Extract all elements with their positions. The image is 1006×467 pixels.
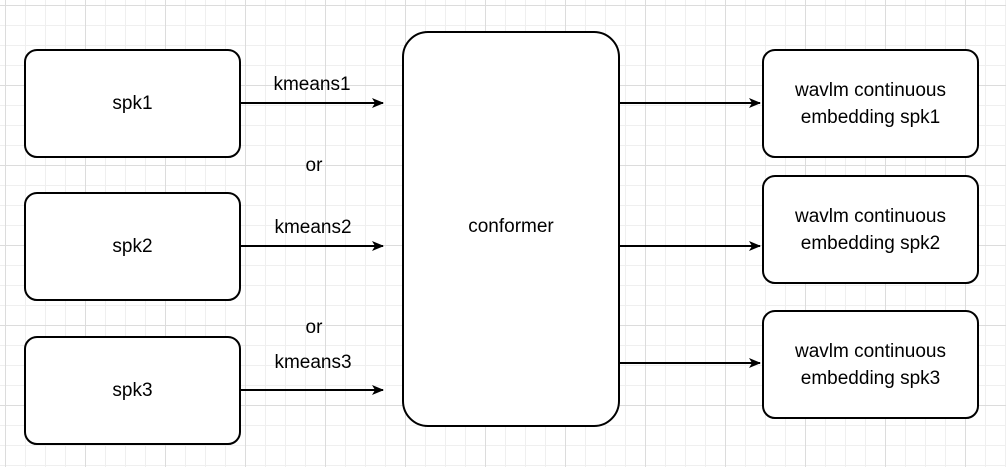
output-line-2: embedding spk2 [800,232,941,254]
conformer-node[interactable]: conformer [402,31,620,427]
input-node-spk1[interactable]: spk1 [24,49,241,158]
output-node-spk3[interactable]: wavlm continuous embedding spk3 [762,310,979,419]
edge-label-kmeans1: kmeans1 [273,74,351,95]
input-node-label: spk1 [112,93,153,114]
output-line-1: wavlm continuous [794,340,947,362]
output-line-1: wavlm continuous [794,205,947,227]
output-node-spk2[interactable]: wavlm continuous embedding spk2 [762,175,979,284]
edge-label-kmeans3: kmeans3 [274,352,352,373]
output-node-text: wavlm continuous embedding spk1 [795,77,946,131]
output-node-text: wavlm continuous embedding spk3 [795,338,946,392]
separator-or-1: or [305,155,323,176]
conformer-label: conformer [468,215,554,237]
input-node-spk2[interactable]: spk2 [24,192,241,301]
output-node-spk1[interactable]: wavlm continuous embedding spk1 [762,49,979,158]
output-line-2: embedding spk1 [800,106,941,128]
output-line-2: embedding spk3 [800,367,941,389]
input-node-label: spk2 [112,236,153,257]
input-node-spk3[interactable]: spk3 [24,336,241,445]
input-node-label: spk3 [112,380,153,401]
output-line-1: wavlm continuous [794,79,947,101]
edge-label-kmeans2: kmeans2 [274,217,352,238]
output-node-text: wavlm continuous embedding spk2 [795,203,946,257]
separator-or-2: or [305,317,323,338]
